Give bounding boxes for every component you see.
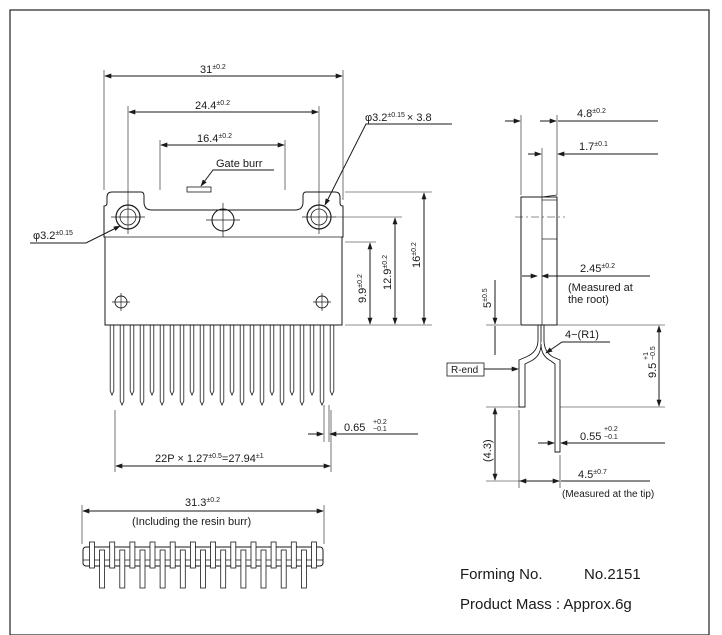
dim-pin-width: 0.65: [344, 422, 365, 434]
dim-thickness: 4.8±0.2: [577, 108, 606, 120]
dim-root: 2.45±0.2: [580, 263, 615, 275]
bottom-lead: [280, 549, 287, 589]
bottom-lead: [220, 549, 227, 589]
mounting-hole-center: [206, 203, 240, 237]
side-lead: [518, 324, 542, 408]
dim-pin-pitch: 22P × 1.27±0.5=27.94±1: [155, 453, 264, 465]
bottom-lead: [189, 541, 196, 569]
bottom-lead: [210, 541, 217, 569]
front-lead: [259, 325, 265, 406]
note-root-1: (Measured at: [568, 282, 633, 294]
dim-width-total: 31±0.2: [200, 64, 226, 76]
dim-hole-pitch-outer: 24.4±0.2: [195, 100, 230, 112]
bottom-lead: [89, 541, 95, 569]
forming-value: No.2151: [584, 566, 641, 583]
gate-burr: [186, 186, 212, 193]
dim-span: 4.5±0.7: [578, 469, 607, 481]
drawing-frame: [9, 9, 710, 635]
front-lead: [309, 325, 315, 396]
front-lead: [209, 325, 215, 396]
dim-hole-pitch-inner: 16.4±0.2: [197, 133, 232, 145]
bottom-lead: [129, 541, 136, 569]
svg-text:+0.2: +0.2: [604, 426, 618, 433]
bottom-lead: [109, 541, 116, 569]
front-lead: [119, 325, 125, 406]
dim-forming: 9.5: [647, 363, 659, 378]
front-lead: [189, 325, 195, 396]
mark-circle-right: [313, 293, 331, 311]
front-lead: [129, 325, 135, 396]
r-end-label: R-end: [451, 365, 478, 376]
front-lead: [139, 325, 145, 406]
bottom-note: (Including the resin burr): [132, 516, 251, 528]
front-leads: [109, 325, 335, 406]
bottom-lead: [230, 541, 237, 569]
bottom-lead: [200, 549, 206, 589]
front-lead: [269, 325, 275, 396]
mark-circle-left: [112, 293, 130, 311]
front-lead: [169, 325, 175, 396]
dim-height-low: 9.9±0.2: [357, 274, 369, 303]
dim-bottom-width: 31.3±0.2: [185, 497, 220, 509]
front-view: 31±0.2 24.4±0.2 16.4±0.2 Gate burr φ3.2±…: [30, 64, 452, 472]
dim-height-total: 16±0.2: [411, 242, 423, 268]
product-info: Forming No. No.2151 Product Mass : Appro…: [460, 566, 641, 613]
bottom-lead: [300, 549, 307, 589]
note-root-2: the root): [568, 294, 609, 306]
front-lead: [239, 325, 245, 406]
bottom-leads: [89, 541, 317, 589]
bottom-lead: [270, 541, 277, 569]
front-lead: [199, 325, 205, 406]
svg-text:+1: +1: [643, 352, 650, 360]
svg-text:−0.1: −0.1: [373, 426, 387, 433]
svg-text:−0.1: −0.1: [604, 434, 618, 441]
bottom-lead: [99, 549, 105, 589]
bottom-lead: [159, 549, 166, 589]
front-lead: [299, 325, 305, 406]
front-package-body: [103, 191, 344, 326]
front-lead: [109, 325, 115, 396]
front-lead: [149, 325, 155, 396]
slot-label: φ3.2±0.15× 3.8: [365, 112, 432, 124]
product-mass: Product Mass : Approx.6g: [460, 596, 632, 613]
front-lead: [319, 325, 325, 406]
front-lead: [219, 325, 225, 406]
bottom-lead: [119, 549, 126, 589]
front-lead: [159, 325, 165, 406]
hole-label: φ3.2±0.15: [33, 230, 73, 242]
dim-lead-top: 5±0.5: [482, 288, 494, 308]
dim-tip-len: (4.3): [482, 439, 494, 462]
dim-lead-dia: 0.55: [580, 431, 601, 443]
bottom-lead: [149, 541, 156, 569]
bottom-lead: [250, 541, 257, 569]
bend-label: 4−(R1): [565, 329, 599, 341]
side-view: 4.8±0.2 1.7±0.1 2.45±0.2 (Measured at th…: [446, 108, 665, 500]
mounting-hole-right: [302, 200, 336, 234]
bottom-lead: [169, 541, 176, 569]
svg-text:+0.2: +0.2: [373, 419, 387, 426]
dim-tab: 1.7±0.1: [579, 141, 608, 153]
side-package-body: [520, 196, 558, 326]
svg-text:−0.5: −0.5: [650, 346, 657, 360]
front-lead: [229, 325, 235, 396]
bottom-lead: [179, 549, 186, 589]
front-lead: [179, 325, 185, 406]
front-lead: [329, 325, 335, 396]
gate-burr-label: Gate burr: [216, 158, 263, 170]
front-lead: [279, 325, 285, 406]
bottom-lead: [240, 549, 247, 589]
bottom-lead: [260, 549, 267, 589]
dim-height-mid: 12.9±0.2: [382, 255, 394, 290]
mounting-hole-left: [111, 200, 145, 234]
front-lead: [249, 325, 255, 396]
bottom-lead: [290, 541, 297, 569]
bottom-lead: [311, 541, 317, 569]
front-lead: [289, 325, 295, 396]
note-tip: (Measured at the tip): [562, 489, 654, 500]
bottom-view: 31.3±0.2 (Including the resin burr): [81, 497, 325, 589]
bottom-lead: [139, 549, 146, 589]
forming-label: Forming No.: [460, 566, 543, 583]
